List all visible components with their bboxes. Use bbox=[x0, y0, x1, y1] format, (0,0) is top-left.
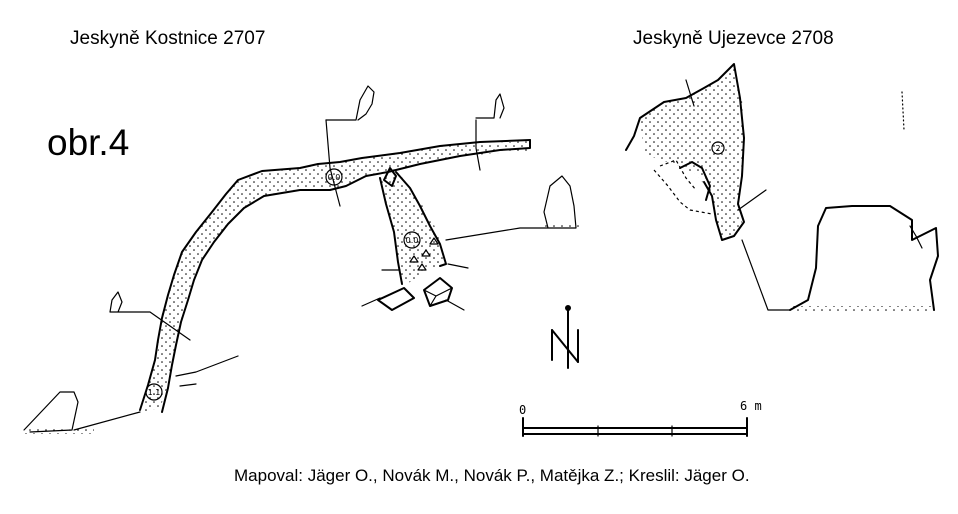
rubble-marks bbox=[409, 237, 439, 271]
ujezevce-chamber-wall bbox=[625, 63, 745, 241]
profile-line-g bbox=[361, 297, 465, 311]
profile-line-f bbox=[381, 263, 469, 271]
ujezevce-dashed-boundary bbox=[653, 159, 713, 215]
ground-dots-mid bbox=[540, 224, 580, 229]
profile-line-d bbox=[475, 93, 505, 119]
station-label: 2 bbox=[715, 144, 720, 153]
ujezevce-leader-c bbox=[741, 239, 791, 311]
scale-start-label: 0 bbox=[519, 403, 526, 417]
station-kostnice-1: 0.0 bbox=[325, 168, 343, 186]
station-label: 1.1 bbox=[148, 388, 161, 397]
profile-line-i bbox=[175, 355, 239, 387]
station-kostnice-2: 0.0 bbox=[403, 231, 421, 249]
kostnice-side-chamber-fill bbox=[380, 172, 446, 286]
figure-label: obr.4 bbox=[47, 122, 130, 163]
kostnice-side-chamber-wall-east bbox=[395, 171, 447, 267]
station-kostnice-3: 1.1 bbox=[145, 383, 163, 401]
cave-title-ujezevce: Jeskyně Ujezevce 2708 bbox=[633, 28, 834, 49]
ujezevce-inner-wall bbox=[679, 161, 711, 201]
kostnice-passage-fill bbox=[142, 141, 530, 412]
ujezevce-dotted-edge bbox=[901, 91, 905, 131]
profile-line-j bbox=[23, 391, 79, 433]
ujezevce-cave-plan: 2 bbox=[625, 63, 939, 312]
kostnice-passage-wall-north bbox=[139, 139, 531, 411]
profile-line-j-detail bbox=[73, 411, 141, 431]
kostnice-cave-plan: 0.0 0.0 1.1 bbox=[23, 85, 580, 434]
entrance-marker bbox=[383, 167, 397, 187]
ujezevce-profile-detail bbox=[909, 225, 923, 249]
station-ujezevce-1: 2 bbox=[711, 141, 725, 155]
kostnice-side-chamber-wall bbox=[379, 177, 403, 285]
station-label: 0.0 bbox=[406, 236, 419, 245]
profile-line-c bbox=[475, 119, 481, 171]
ujezevce-chamber-fill bbox=[640, 66, 744, 238]
ujezevce-profile-outline bbox=[789, 205, 939, 311]
north-arrow bbox=[551, 305, 579, 369]
station-label: 0.0 bbox=[328, 173, 341, 182]
scale-bar: 0 6 m bbox=[519, 399, 762, 437]
ujezevce-leader-a bbox=[685, 79, 695, 107]
profile-line-b bbox=[325, 85, 375, 121]
cave-title-kostnice: Jeskyně Kostnice 2707 bbox=[70, 28, 266, 49]
ground-dots-left bbox=[24, 428, 94, 434]
kostnice-passage-wall-south bbox=[161, 139, 531, 413]
scale-end-label: 6 m bbox=[740, 399, 762, 413]
ujezevce-leader-b bbox=[737, 189, 767, 211]
credits-line: Mapoval: Jäger O., Novák M., Novák P., M… bbox=[234, 466, 750, 485]
boulder-2 bbox=[423, 277, 453, 307]
profile-line-h bbox=[109, 291, 191, 341]
boulder-1 bbox=[377, 287, 415, 311]
profile-line-e bbox=[445, 175, 577, 241]
profile-line-a bbox=[325, 119, 341, 207]
ground-dots-right bbox=[790, 306, 936, 312]
boulder-2-edge bbox=[423, 287, 453, 307]
